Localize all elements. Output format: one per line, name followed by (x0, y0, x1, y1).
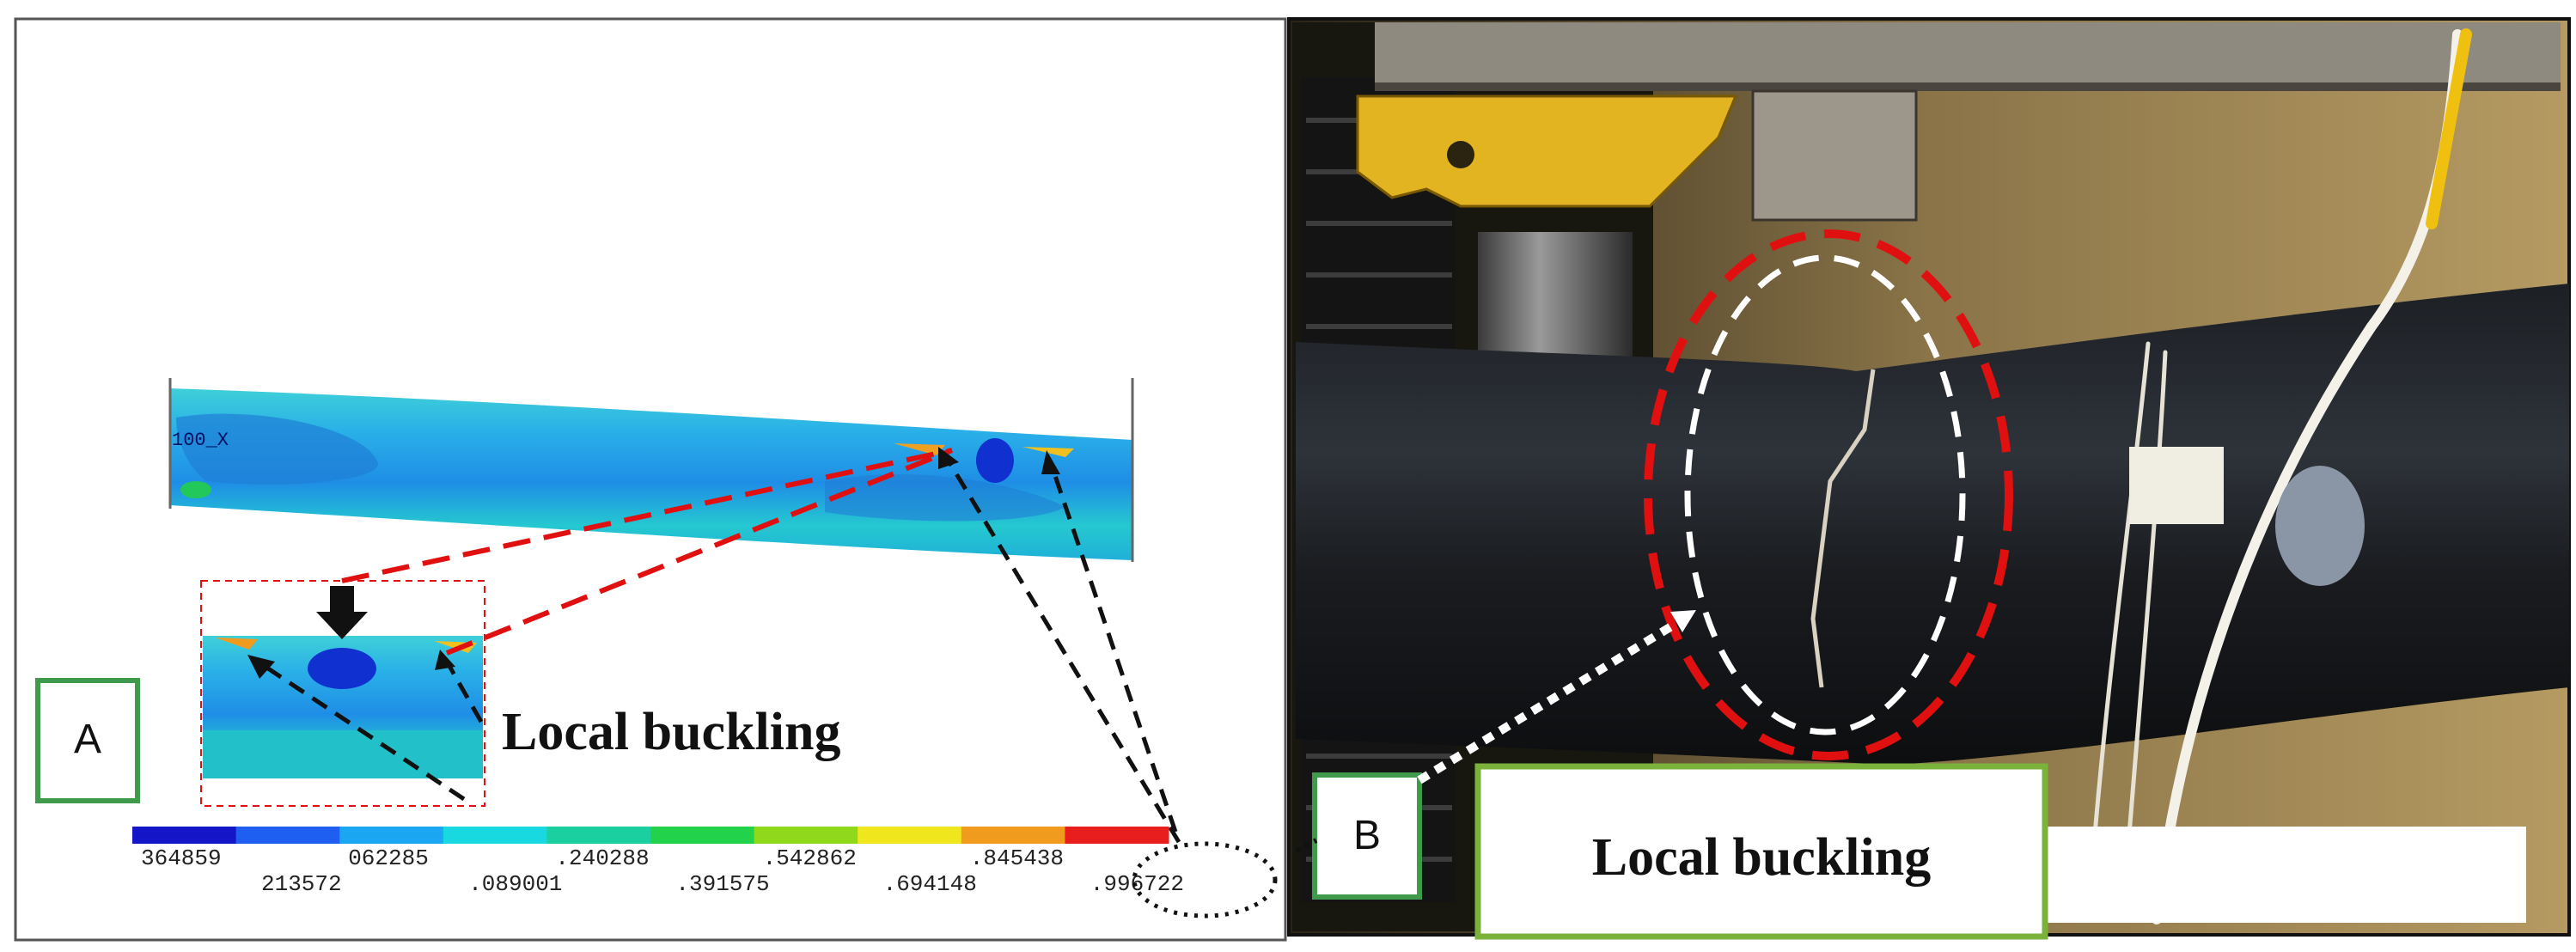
crack (1810, 369, 1876, 688)
legend-top-value: .542862 (763, 845, 857, 871)
panel-a: 100_X (14, 17, 1287, 942)
label-box-a: A (35, 678, 140, 803)
legend-top-value: .240288 (555, 845, 649, 871)
black-pipe (1296, 284, 2569, 765)
label-a: A (74, 717, 101, 762)
label-box-b: B (1312, 772, 1422, 900)
legend-swatch-3 (443, 827, 547, 844)
buckle-ellipse-white (1684, 254, 1966, 735)
white-connector (1294, 610, 1696, 853)
black-guides (256, 454, 1181, 844)
load-arrow (316, 586, 368, 639)
label-b: B (1353, 813, 1381, 858)
steel-beam (1375, 22, 2561, 89)
color-legend: 364859 062285 .240288 .542862 .845438 213572… (132, 827, 1278, 918)
legend-swatch-4 (546, 827, 651, 844)
yellow-bracket (1356, 95, 1738, 208)
legend-top-value: 364859 (141, 845, 222, 871)
legend-swatch-7 (858, 827, 962, 844)
node-label: 100_X (172, 430, 229, 451)
legend-bottom-value: 213572 (261, 871, 342, 897)
legend-swatch-5 (650, 827, 755, 844)
legend-swatch-2 (339, 827, 444, 844)
legend-swatch-0 (132, 827, 237, 844)
fe-tube-model: 100_X (168, 378, 1134, 562)
white-strip (2045, 827, 2526, 923)
legend-bottom-value: .391575 (675, 871, 769, 897)
black-arrowheads (247, 447, 1060, 679)
zoom-inset (200, 580, 485, 807)
legend-swatch-8 (961, 827, 1065, 844)
loading-block (1751, 89, 1918, 222)
callout-a: Local buckling (502, 703, 841, 761)
sensor-cables (2085, 28, 2472, 925)
max-value-highlight (1132, 841, 1278, 918)
legend-bottom-values: 213572 .089001 .391575 .694148 .996722 (261, 871, 1184, 897)
callout-b: Local buckling (1592, 828, 1932, 887)
red-zoom-guides (341, 448, 954, 656)
legend-swatch-6 (754, 827, 858, 844)
buckle-ellipse-red (1644, 229, 2013, 760)
legend-bar (132, 827, 1169, 844)
legend-swatch-9 (1065, 827, 1169, 844)
tape (2129, 447, 2224, 524)
legend-bottom-value: .694148 (883, 871, 977, 897)
legend-top-value: 062285 (348, 845, 429, 871)
callout-box-b: Local buckling (1474, 763, 2048, 940)
gauge-patch (2275, 466, 2365, 586)
legend-top-value: .845438 (970, 845, 1064, 871)
legend-bottom-value: .089001 (468, 871, 562, 897)
legend-bottom-value: .996722 (1090, 871, 1184, 897)
panel-b: B Local buckling (1287, 17, 2571, 940)
legend-top-values: 364859 062285 .240288 .542862 .845438 (141, 845, 1064, 871)
legend-swatch-1 (235, 827, 340, 844)
